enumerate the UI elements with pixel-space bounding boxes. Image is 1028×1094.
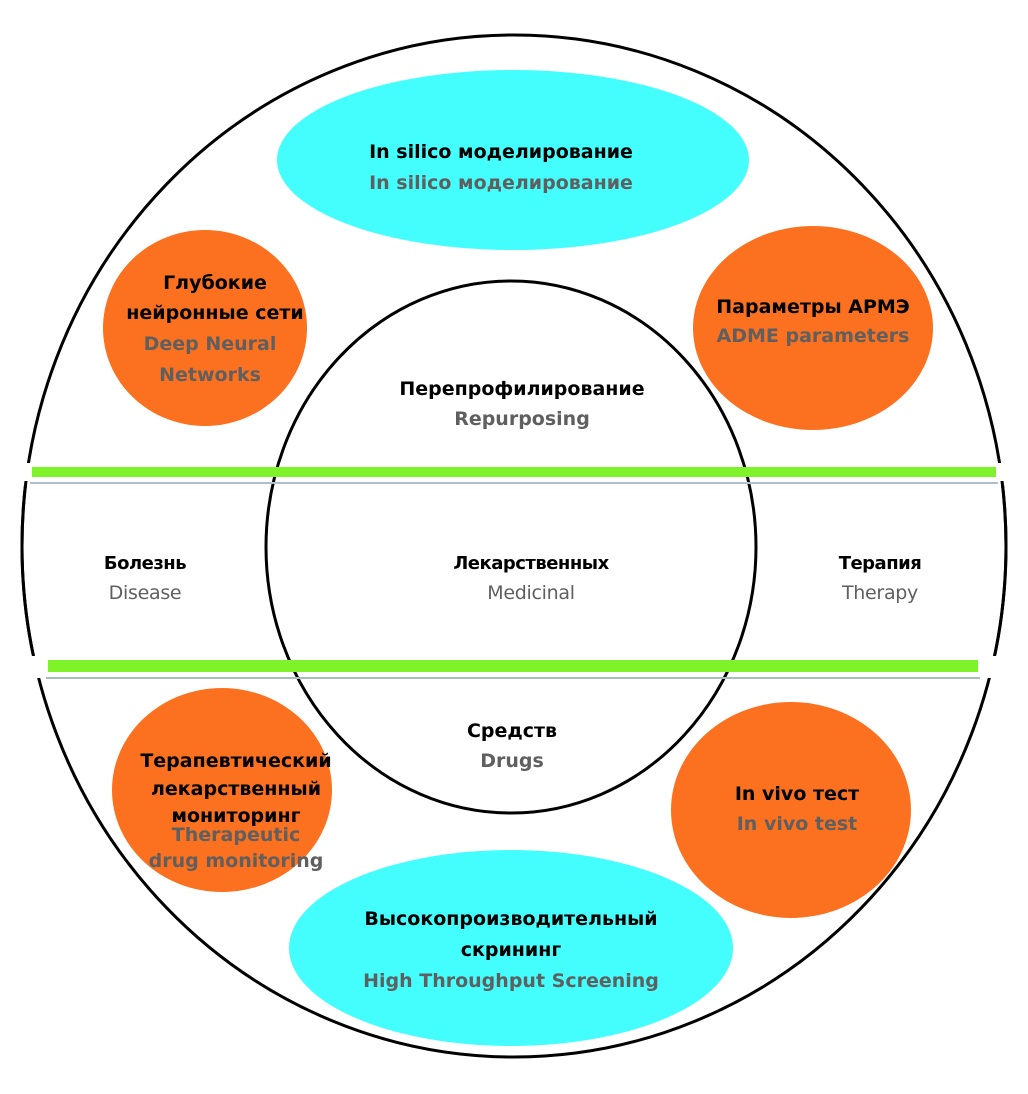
band-shadow-bottom	[46, 677, 980, 679]
outer-ring-left-edge	[20, 485, 1008, 655]
node-hts-ru-1: Высокопроизводительный	[364, 908, 657, 930]
node-adme-shape	[693, 226, 933, 430]
node-in-silico: In silico моделирование In silico модели…	[277, 70, 749, 250]
inner-circle	[264, 279, 758, 815]
node-tdm-ru-2: лекарственный	[151, 778, 321, 800]
medicinal-en: Medicinal	[487, 582, 574, 604]
node-deep-neural-ru-2: нейронные сети	[126, 302, 303, 324]
node-hts-shape	[289, 850, 733, 1046]
drugs-ru: Средств	[467, 720, 557, 742]
node-tdm-shape	[112, 688, 332, 892]
node-in-vivo-shape	[671, 702, 911, 918]
node-adme: Параметры АРМЭ ADME parameters	[693, 226, 933, 430]
node-in-silico-shape	[277, 70, 749, 250]
node-tdm-en-2: drug monitoring	[149, 850, 324, 872]
node-deep-neural-en-2: Networks	[159, 364, 261, 386]
inner-label-repurposing: Перепрофилирование Repurposing	[399, 378, 644, 430]
node-hts-en: High Throughput Screening	[363, 970, 659, 992]
node-deep-neural-en-1: Deep Neural	[144, 333, 277, 355]
node-in-vivo-en: In vivo test	[737, 813, 858, 835]
disease-ru: Болезнь	[104, 553, 186, 574]
node-tdm-ru-1: Терапевтический	[140, 750, 331, 772]
disease-en: Disease	[109, 582, 182, 604]
band-shadow-top	[30, 482, 998, 484]
repurposing-ru: Перепрофилирование	[399, 378, 644, 400]
node-in-silico-ru: In silico моделирование	[369, 141, 633, 163]
inner-label-medicinal: Лекарственных Medicinal	[453, 553, 610, 604]
band-line-top	[32, 467, 996, 477]
therapy-ru: Терапия	[839, 553, 922, 574]
therapy-en: Therapy	[841, 582, 918, 604]
node-deep-neural-ru-1: Глубокие	[163, 272, 267, 294]
node-therapeutic-drug-monitoring: Терапевтический лекарственный мониторинг…	[112, 688, 332, 892]
inner-label-drugs: Средств Drugs	[467, 720, 557, 772]
node-tdm-ru-3: мониторинг	[171, 805, 300, 827]
node-tdm-en-1: Therapeutic	[172, 824, 300, 846]
band-label-disease: Болезнь Disease	[104, 553, 187, 604]
band-label-therapy: Терапия Therapy	[839, 553, 922, 604]
node-high-throughput-screening: Высокопроизводительный скрининг High Thr…	[289, 850, 733, 1046]
repurposing-en: Repurposing	[454, 408, 590, 430]
node-deep-neural-networks: Глубокие нейронные сети Deep Neural Netw…	[103, 230, 307, 426]
node-adme-ru: Параметры АРМЭ	[716, 296, 909, 318]
node-deep-neural-shape	[103, 230, 307, 426]
band-line-bottom	[48, 660, 978, 672]
node-adme-en: ADME parameters	[717, 325, 910, 347]
medicinal-ru: Лекарственных	[453, 553, 609, 574]
node-in-vivo-ru: In vivo тест	[735, 783, 859, 805]
node-hts-ru-2: скрининг	[461, 939, 562, 961]
node-in-silico-en: In silico моделирование	[369, 172, 633, 194]
node-in-vivo: In vivo тест In vivo test	[671, 702, 911, 918]
drugs-en: Drugs	[480, 750, 544, 772]
